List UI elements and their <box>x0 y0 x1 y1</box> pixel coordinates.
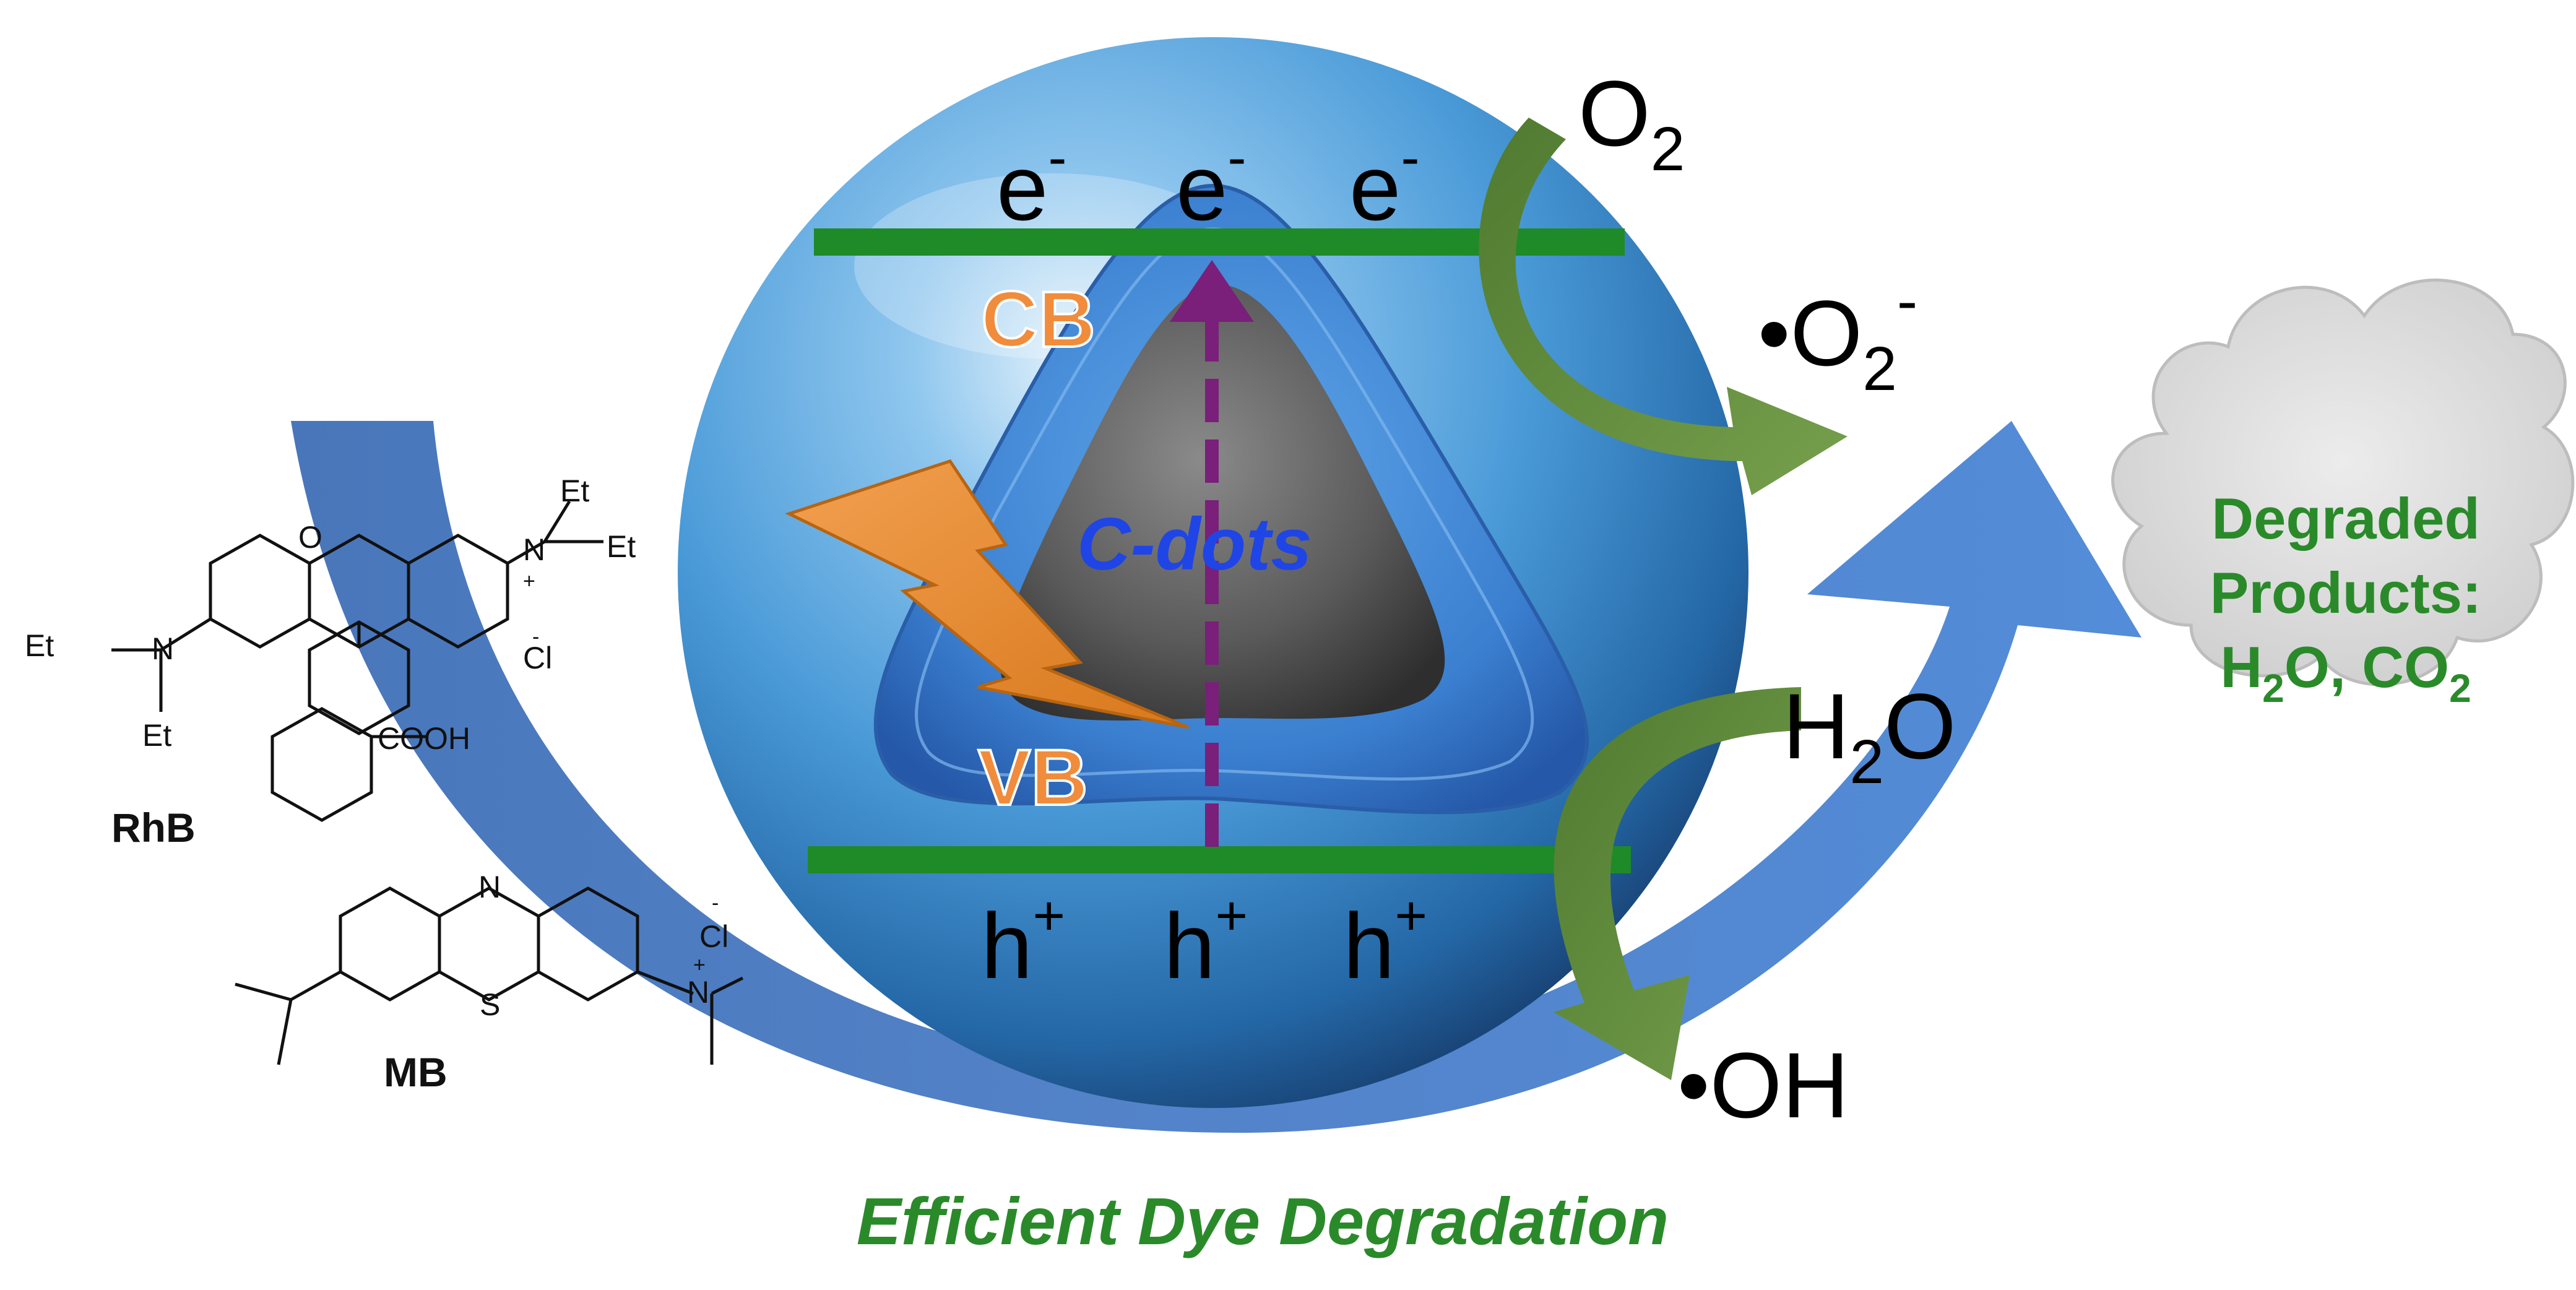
mb-minus: - <box>712 891 719 915</box>
rhb-et4: Et <box>142 718 171 753</box>
rhb-cooh: COOH <box>378 721 470 756</box>
rhb-et3: Et <box>25 628 54 663</box>
carbon-dot-core <box>1000 285 1445 721</box>
rhb-et2: Et <box>607 529 636 564</box>
dye-flow-arrow <box>291 421 2142 1133</box>
rhb-o-atom: O <box>298 520 322 555</box>
light-bolt-icon <box>785 459 1189 729</box>
o2-label: O2 <box>1578 61 1685 184</box>
electron-labels: e- e- e- <box>996 127 1419 240</box>
mb-structure <box>235 886 744 1065</box>
electron-1: e- <box>996 127 1066 240</box>
mb-labels: N S - Cl + N MB <box>384 870 728 1095</box>
hole-3: h+ <box>1343 885 1427 998</box>
mb-n-top: N <box>478 870 501 904</box>
products-cloud <box>2111 279 2575 686</box>
products-line-1: Degraded <box>2211 486 2480 551</box>
superoxide-label: •O2- <box>1758 266 1917 404</box>
mb-cl: Cl <box>699 919 728 954</box>
hole-2: h+ <box>1164 885 1248 998</box>
hole-labels: h+ h+ h+ <box>981 885 1427 998</box>
rhb-cl: Cl <box>523 641 552 675</box>
products-line-3: H2O, CO2 <box>2220 634 2471 711</box>
mb-n-right: N <box>687 975 709 1010</box>
mb-s-atom: S <box>480 987 500 1022</box>
vb-label: VB <box>978 734 1088 822</box>
electron-2: e- <box>1176 127 1246 240</box>
mb-name: MB <box>384 1049 447 1095</box>
products-line-2: Products: <box>2210 560 2482 625</box>
o2-reduction-arrow <box>1479 118 1848 495</box>
rhb-labels: O N + Et Et - Cl N Et Et COOH RhB <box>25 474 636 851</box>
cb-label: CB <box>981 275 1096 364</box>
rhb-minus: - <box>532 625 539 649</box>
hole-1: h+ <box>981 885 1065 998</box>
products-text: Degraded Products: H2O, CO2 <box>2210 486 2482 711</box>
rhb-structure <box>111 500 603 822</box>
hydroxyl-label: •OH <box>1677 1033 1849 1137</box>
rhb-et1: Et <box>560 474 589 508</box>
electron-3: e- <box>1349 127 1419 240</box>
water-oxidation-arrow <box>1554 687 1801 1080</box>
rhb-n-right: N <box>523 532 545 567</box>
caption: Efficient Dye Degradation <box>857 1184 1669 1258</box>
valence-band-line <box>808 846 1631 873</box>
core-label: C-dots <box>1077 503 1312 586</box>
mb-plus: + <box>693 953 706 977</box>
water-label: H2O <box>1783 674 1956 797</box>
rhb-plus: + <box>523 569 535 593</box>
rhb-n-left: N <box>152 631 174 666</box>
rhb-name: RhB <box>111 805 196 851</box>
